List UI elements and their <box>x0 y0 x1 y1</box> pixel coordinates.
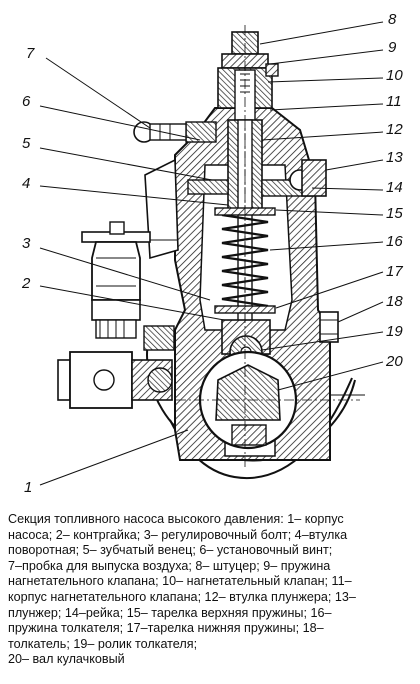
label-9: 9 <box>388 39 397 56</box>
label-17: 17 <box>386 263 403 280</box>
caption-line: 7–пробка для выпуска воздуха; 8– штуцер;… <box>8 558 331 573</box>
adjusting-bolt-assembly <box>81 221 151 339</box>
caption-line: 20– вал кулачковый <box>8 652 125 667</box>
label-15: 15 <box>386 205 403 222</box>
camshaft <box>198 350 298 450</box>
label-18: 18 <box>386 293 403 310</box>
label-19: 19 <box>386 323 403 340</box>
label-8: 8 <box>388 11 397 28</box>
caption-line: Секция топливного насоса высокого давлен… <box>8 512 344 526</box>
label-2: 2 <box>21 275 31 292</box>
label-11: 11 <box>386 93 402 110</box>
label-10: 10 <box>386 67 403 84</box>
label-3: 3 <box>22 235 31 252</box>
label-4: 4 <box>22 175 30 192</box>
caption-line: нагнетательного клапана; 10– нагнетатель… <box>8 574 352 589</box>
inlet-fitting <box>57 325 175 409</box>
label-20: 20 <box>385 353 403 370</box>
leader-lines <box>39 21 384 486</box>
label-1: 1 <box>24 479 32 496</box>
caption-line: корпус нагнетательного клапана; 12– втул… <box>8 589 356 604</box>
caption-line: поворотная; 5– зубчатый венец; 6– устано… <box>8 543 333 558</box>
label-6: 6 <box>22 93 31 110</box>
side-cover <box>144 158 179 260</box>
caption-line: толкатель; 19– ролик толкателя; <box>8 636 198 651</box>
pump-section-drawing: 7 6 5 4 3 2 1 8 9 10 11 12 13 14 15 16 1… <box>21 11 403 496</box>
label-16: 16 <box>386 233 403 250</box>
figure-caption: Секция топливного насоса высокого давлен… <box>8 512 414 668</box>
caption-line: пружина толкателя; 17–тарелка нижняя пру… <box>8 621 324 636</box>
caption-line: плунжер; 14–рейка; 15– тарелка верхняя п… <box>8 605 332 620</box>
caption-line: насоса; 2– контргайка; 3– регулировочный… <box>8 527 348 542</box>
label-7: 7 <box>26 45 35 62</box>
label-12: 12 <box>386 121 403 138</box>
label-5: 5 <box>22 135 31 152</box>
control-rack <box>187 159 327 197</box>
label-13: 13 <box>386 149 403 166</box>
tappet-plug <box>319 311 339 343</box>
label-14: 14 <box>386 179 403 196</box>
